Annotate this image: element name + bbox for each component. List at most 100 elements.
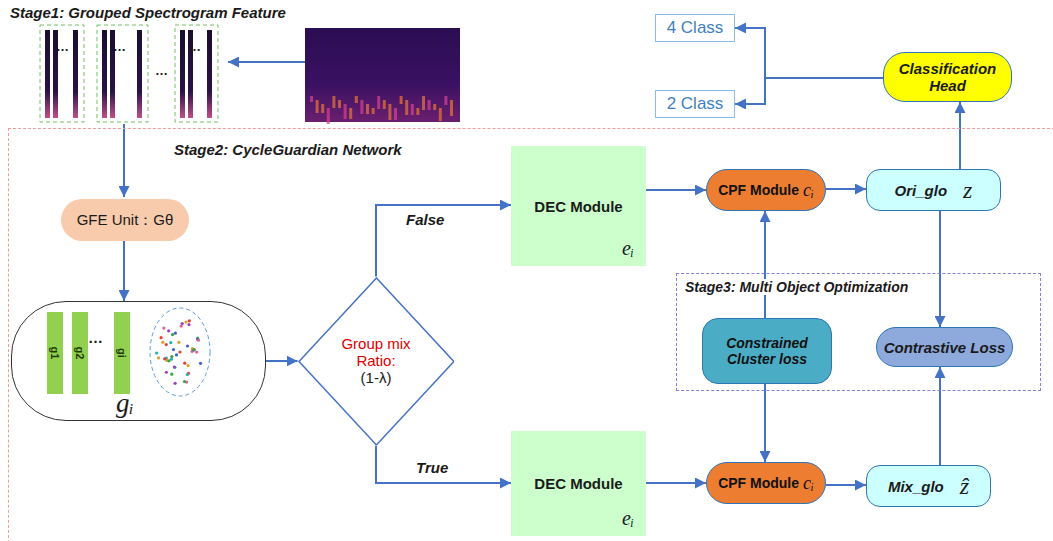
text-group: DEC Module	[534, 475, 622, 492]
loss-box: Contrastive Loss	[876, 327, 1014, 367]
scatter-dot	[167, 329, 170, 332]
flow-arrow	[959, 102, 961, 169]
node-text: Ori_glo	[895, 182, 948, 199]
edge-label: False	[404, 211, 446, 228]
text-group: 4 Class	[667, 18, 724, 38]
scatter-dot	[171, 333, 174, 336]
node-text: Group mix Ratio:	[333, 335, 419, 369]
stage-title: Stage1: Grouped Spectrogram Feature	[10, 4, 286, 21]
edge-label: True	[414, 459, 450, 476]
scatter-dot	[197, 339, 200, 342]
scatter-dot	[157, 356, 160, 359]
node-text: Classification Head	[892, 60, 1004, 94]
text-group: Classification Head	[892, 60, 1004, 94]
feature-bar	[73, 30, 78, 118]
node-text: 4 Class	[667, 18, 724, 38]
node-text: Constrained Cluster loss	[708, 335, 826, 367]
spectrogram-streak	[316, 100, 319, 113]
flow-arrow	[764, 211, 766, 318]
scatter-dot	[173, 366, 176, 369]
ellipsis-mark: …	[88, 330, 103, 345]
grouped-features	[40, 25, 218, 122]
global-feature: Mix_gloẑ	[866, 465, 991, 507]
flow-arrow	[826, 188, 866, 190]
spectrogram-streak	[422, 96, 425, 110]
feature-bar	[137, 30, 142, 118]
scatter-dot	[183, 362, 186, 365]
text-group: CPF Modulecᵢ	[718, 180, 814, 201]
spectrogram-streak	[355, 96, 358, 103]
flow-arrow	[646, 482, 706, 484]
cpf-module: CPF Modulecᵢ	[706, 462, 826, 504]
text-group: g1	[49, 347, 62, 359]
flow-arrow	[939, 211, 941, 327]
ellipsis-mark: …	[188, 40, 201, 53]
spectrogram-streak	[383, 100, 386, 109]
flow-arrow	[735, 78, 883, 104]
spectrogram-streak	[321, 104, 324, 113]
scatter-dot	[174, 332, 177, 335]
spectrogram-streak	[450, 100, 453, 116]
spectrogram-streak	[433, 104, 436, 110]
group-frame	[40, 25, 84, 122]
diamond-shape	[299, 278, 454, 445]
text-group: gi	[117, 347, 127, 359]
spectrogram-streak	[400, 96, 403, 104]
scatter-dot	[159, 336, 162, 339]
node-text: Stage2: CycleGuardian Network	[171, 141, 405, 158]
feature-bar	[207, 30, 212, 118]
flow-arrow	[376, 445, 511, 483]
node-text: cᵢ	[803, 180, 814, 201]
text-group: Ori_glo z	[895, 177, 973, 204]
scatter-dot	[199, 362, 202, 365]
scatter-dot	[186, 364, 189, 367]
spectrogram-streak	[360, 100, 363, 114]
scatter-dot	[173, 365, 176, 368]
spectrogram-streak	[372, 108, 375, 114]
scatter-dot	[165, 371, 168, 374]
flow-arrow	[123, 124, 125, 197]
text-group: Mix_gloẑ	[888, 473, 969, 500]
node-text: eᵢ	[622, 507, 634, 530]
flow-arrow	[646, 189, 706, 191]
node-text: cᵢ	[803, 473, 814, 494]
node-text: g2	[74, 347, 86, 360]
node-text: g1	[49, 347, 61, 360]
scatter-dot	[196, 338, 199, 341]
node-text: CPF Module	[718, 182, 799, 198]
decision-diamond: Group mix Ratio:(1-λ)	[298, 277, 455, 446]
feature-bar	[180, 30, 185, 118]
scatter-dot	[193, 348, 196, 351]
stage-region: Stage2: CycleGuardian NetworkGFE Unit：Gθ…	[8, 128, 1053, 541]
spectrogram-streak	[394, 108, 397, 120]
scatter-dot	[177, 341, 180, 344]
flow-arrow	[228, 61, 305, 63]
group-bar: g2	[72, 312, 88, 394]
scatter-dot	[165, 343, 168, 346]
text-group: Group mix Ratio:(1-λ)	[333, 335, 419, 386]
flow-arrow	[826, 484, 866, 486]
node-text: z	[963, 177, 972, 204]
ellipsis-mark: …	[113, 40, 126, 53]
feature-bar	[102, 30, 107, 118]
scatter-dot	[161, 341, 164, 344]
scatter-dot	[186, 344, 189, 347]
class-box: 4 Class	[655, 14, 735, 41]
global-feature: Ori_glo z	[866, 169, 1001, 211]
scatter-dot	[174, 382, 177, 385]
text-group: Contrastive Loss	[884, 339, 1006, 356]
scatter-dot	[186, 373, 189, 376]
spectrogram-streak	[310, 96, 313, 102]
scatter-dot	[170, 373, 173, 376]
spectrogram-streak	[332, 96, 335, 108]
node-text: 2 Class	[667, 94, 724, 114]
node-text: gi	[116, 348, 128, 358]
scatter-dot	[195, 350, 198, 353]
flow-arrow	[266, 360, 298, 362]
group-container: gᵢ g1 g2 gi	[11, 301, 266, 421]
dec-module: DEC Moduleeᵢ	[511, 431, 646, 536]
node-text: gᵢ	[116, 390, 134, 417]
flow-arrow	[764, 384, 766, 462]
feature-bar	[45, 30, 50, 118]
